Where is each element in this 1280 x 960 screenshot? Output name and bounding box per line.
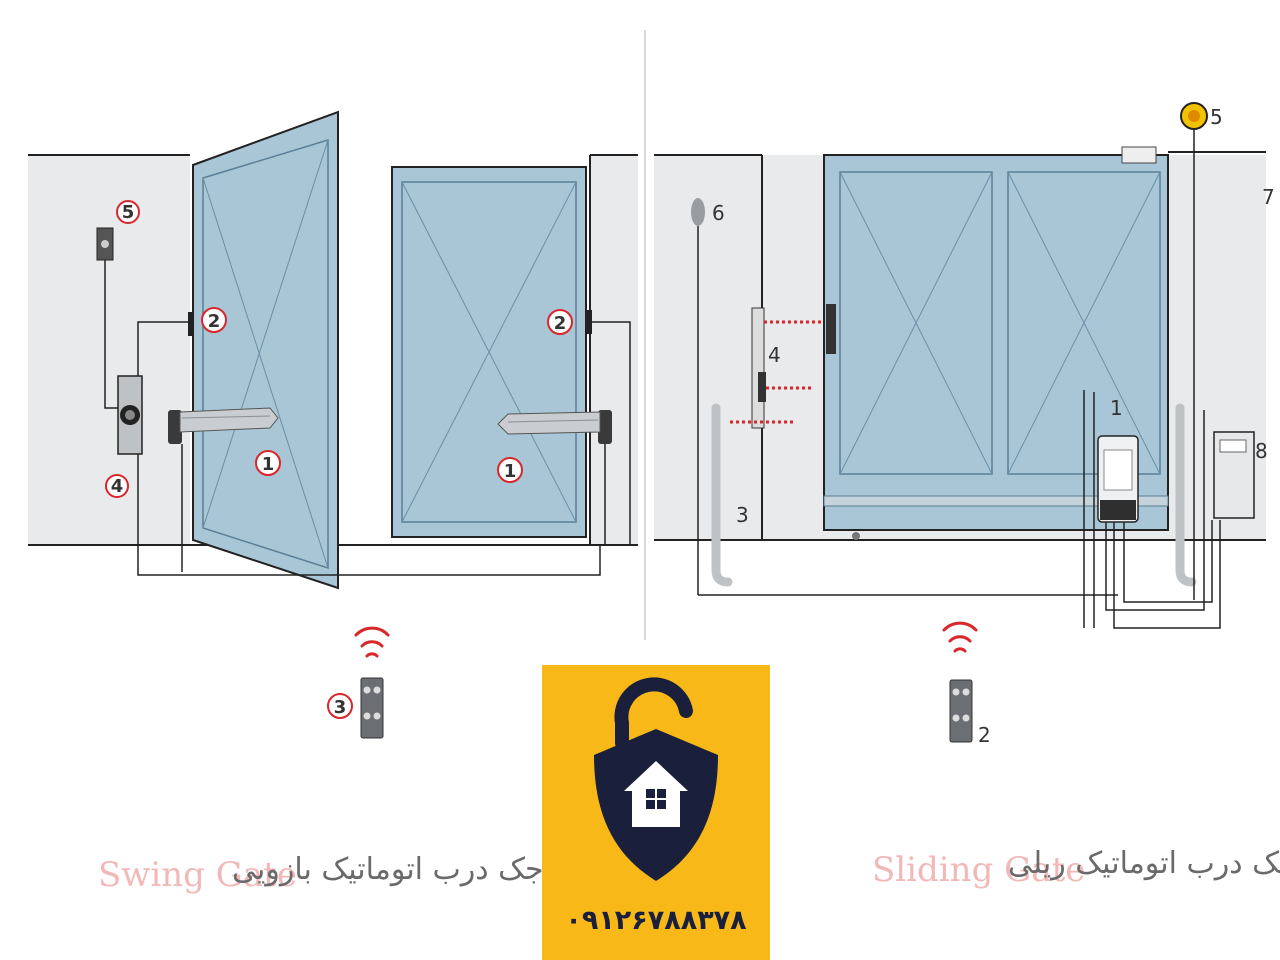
sliding-post-left [711, 403, 733, 587]
label-swing-remote: 3 [327, 693, 353, 719]
sliding-post-right [1175, 403, 1197, 587]
swing-remote [360, 677, 384, 739]
svg-text:2: 2 [554, 313, 567, 334]
sliding-caption-en: Sliding Gate [872, 850, 1086, 890]
sliding-photocell-post [751, 307, 765, 429]
sliding-remote [949, 679, 973, 743]
label-swing-keyswitch: 4 [105, 474, 129, 498]
sliding-remote-signal-icon [942, 621, 978, 653]
swing-caption-fa: جک درب اتوماتیک بازویی [232, 852, 544, 887]
right-wall [590, 155, 638, 545]
sliding-antenna [691, 198, 705, 226]
label-sliding-lamp: 5 [1210, 105, 1223, 129]
svg-text:1: 1 [504, 461, 517, 482]
swing-keyswitch [117, 375, 143, 455]
swing-gate-section: 5 4 2 2 1 1 [28, 110, 638, 739]
svg-text:1: 1 [262, 454, 275, 475]
photocell-left [188, 312, 194, 336]
label-sliding-control-box: 8 [1255, 439, 1268, 463]
svg-text:5: 5 [122, 202, 135, 223]
sliding-gate-section: 1 3 4 5 6 7 8 2 [654, 102, 1275, 747]
label-sliding-remote: 2 [978, 723, 991, 747]
swing-caption-en: Swing Gate [98, 855, 297, 895]
label-sliding-antenna: 6 [712, 201, 725, 225]
phone-number: ۰۹۱۲۶۷۸۸۳۷۸ [565, 905, 747, 936]
sliding-top-bracket [1121, 146, 1157, 164]
swing-open-leaf [192, 110, 339, 590]
brand-logo: ۰۹۱۲۶۷۸۸۳۷۸ [542, 665, 770, 960]
sliding-caption-fa: جک درب اتوماتیک ریلی [1008, 846, 1280, 881]
sliding-rack [823, 495, 1169, 507]
label-swing-arm-right: 1 [497, 457, 523, 483]
sliding-motor [1097, 435, 1139, 523]
label-swing-arm-left: 1 [255, 450, 281, 476]
swing-arm-left [168, 407, 279, 444]
svg-text:3: 3 [334, 697, 347, 718]
label-sliding-motor: 1 [1110, 396, 1123, 420]
label-swing-photocell-left: 2 [201, 307, 227, 333]
label-sliding-photocell: 4 [768, 343, 781, 367]
label-sliding-wall: 7 [1262, 185, 1275, 209]
photocell-right [586, 310, 592, 334]
shield-house-icon [594, 677, 718, 881]
svg-text:2: 2 [208, 311, 221, 332]
svg-text:4: 4 [111, 476, 124, 497]
label-swing-photocell-right: 2 [547, 309, 573, 335]
sliding-control-box [1213, 431, 1255, 519]
label-sliding-post: 3 [736, 503, 749, 527]
swing-arm-right [497, 410, 612, 444]
swing-remote-signal-icon [354, 626, 390, 658]
label-swing-lamp: 5 [116, 200, 140, 224]
